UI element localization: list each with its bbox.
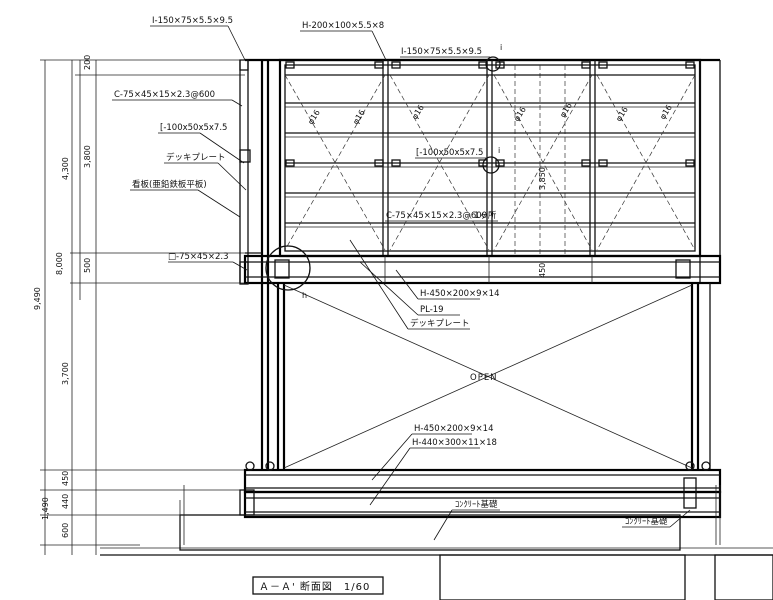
- brace-label-3: φ16: [410, 103, 426, 121]
- brace-label-1: φ16: [306, 108, 322, 126]
- detail-circle-i-mid: [482, 156, 500, 174]
- label-concrete-right: ｺﾝｸﾘｰﾄ基礎: [625, 516, 668, 527]
- label-angle-mid: [-100x50x5x7.5: [416, 148, 483, 158]
- label-purlin: C-75×45×15×2.3@600: [114, 90, 215, 100]
- detail-markers: i i h: [265, 43, 502, 300]
- detail-circle-i-top: [485, 56, 501, 72]
- dim-600: 600: [61, 523, 70, 538]
- lower-beams: [239, 461, 722, 519]
- brace-label-4: φ16: [512, 105, 528, 123]
- label-plate: PL-19: [420, 305, 444, 315]
- detail-circle-h: [265, 245, 311, 291]
- brace-label-6: φ16: [614, 105, 630, 123]
- label-open: OPEN: [470, 373, 498, 383]
- dim-500: 500: [83, 258, 92, 273]
- brace-label-7: φ16: [658, 103, 674, 121]
- dim-9490: 9,490: [33, 287, 42, 310]
- title-block: Ａ－Ａ' 断面図 1/60: [252, 576, 384, 595]
- dim-200: 200: [83, 55, 92, 70]
- marker-i-mid: i: [498, 146, 500, 155]
- label-h-beam-upper: H-450×200×9×14: [420, 289, 500, 299]
- main-girder: [239, 254, 722, 285]
- dim-3850: 3,850: [538, 167, 547, 190]
- left-signboard-panel: [239, 59, 270, 470]
- label-concrete-center: ｺﾝｸﾘｰﾄ基礎: [455, 499, 498, 510]
- dim-3800: 3,800: [83, 145, 92, 168]
- labels: I-150×75×5.5×9.5 H-200×100×5.5×8 I-150×7…: [114, 16, 668, 527]
- label-angle-top: [-100x50x5x7.5: [160, 123, 227, 133]
- label-h-beam-lower: H-450×200×9×14: [414, 424, 494, 434]
- open-cross: [283, 284, 693, 469]
- label-deck-plate-upper: デッキプレート: [166, 152, 226, 163]
- dim-450: 450: [61, 471, 70, 486]
- brace-label-5: φ16: [558, 101, 574, 119]
- label-top-i-beam-inner: I-150×75×5.5×9.5: [401, 47, 482, 57]
- label-h-beam-base: H-440×300×11×18: [412, 438, 497, 448]
- foundations: [100, 485, 773, 600]
- label-top-h-beam: H-200×100×5.5×8: [302, 21, 384, 31]
- label-purlin-mid-suffix: 1ヶ所: [474, 210, 497, 221]
- label-top-i-beam: I-150×75×5.5×9.5: [152, 16, 233, 26]
- dim-4300: 4,300: [61, 157, 70, 180]
- columns: [276, 283, 711, 470]
- dim-8000: 8,000: [55, 252, 64, 275]
- upper-signboard-frame: [245, 58, 721, 283]
- marker-i-top: i: [500, 43, 502, 52]
- leaders: [112, 25, 691, 541]
- dimension-texts-left: 200 3,800 4,300 500 8,000 9,490 3,700 45…: [33, 55, 92, 538]
- top-connection-marks: [285, 61, 695, 167]
- drawing-title: Ａ－Ａ' 断面図 1/60: [259, 580, 370, 593]
- dimension-lines-left: [40, 59, 245, 555]
- label-purlin-mid: C-75×45×15×2.3@600: [386, 211, 487, 221]
- label-square-tube: □-75×45×2.3: [168, 252, 229, 262]
- label-deck-plate-lower: デッキプレート: [410, 318, 470, 329]
- marker-h: h: [302, 291, 307, 300]
- dim-450-inner: 450: [538, 263, 547, 278]
- dim-3700: 3,700: [61, 362, 70, 385]
- dim-1490: 1,490: [41, 497, 50, 520]
- brace-labels: φ16 φ16 φ16 φ16 φ16 φ16 φ16: [306, 101, 674, 126]
- dim-440: 440: [61, 494, 70, 509]
- label-signboard: 看板(亜鉛鉄板平板): [132, 179, 207, 190]
